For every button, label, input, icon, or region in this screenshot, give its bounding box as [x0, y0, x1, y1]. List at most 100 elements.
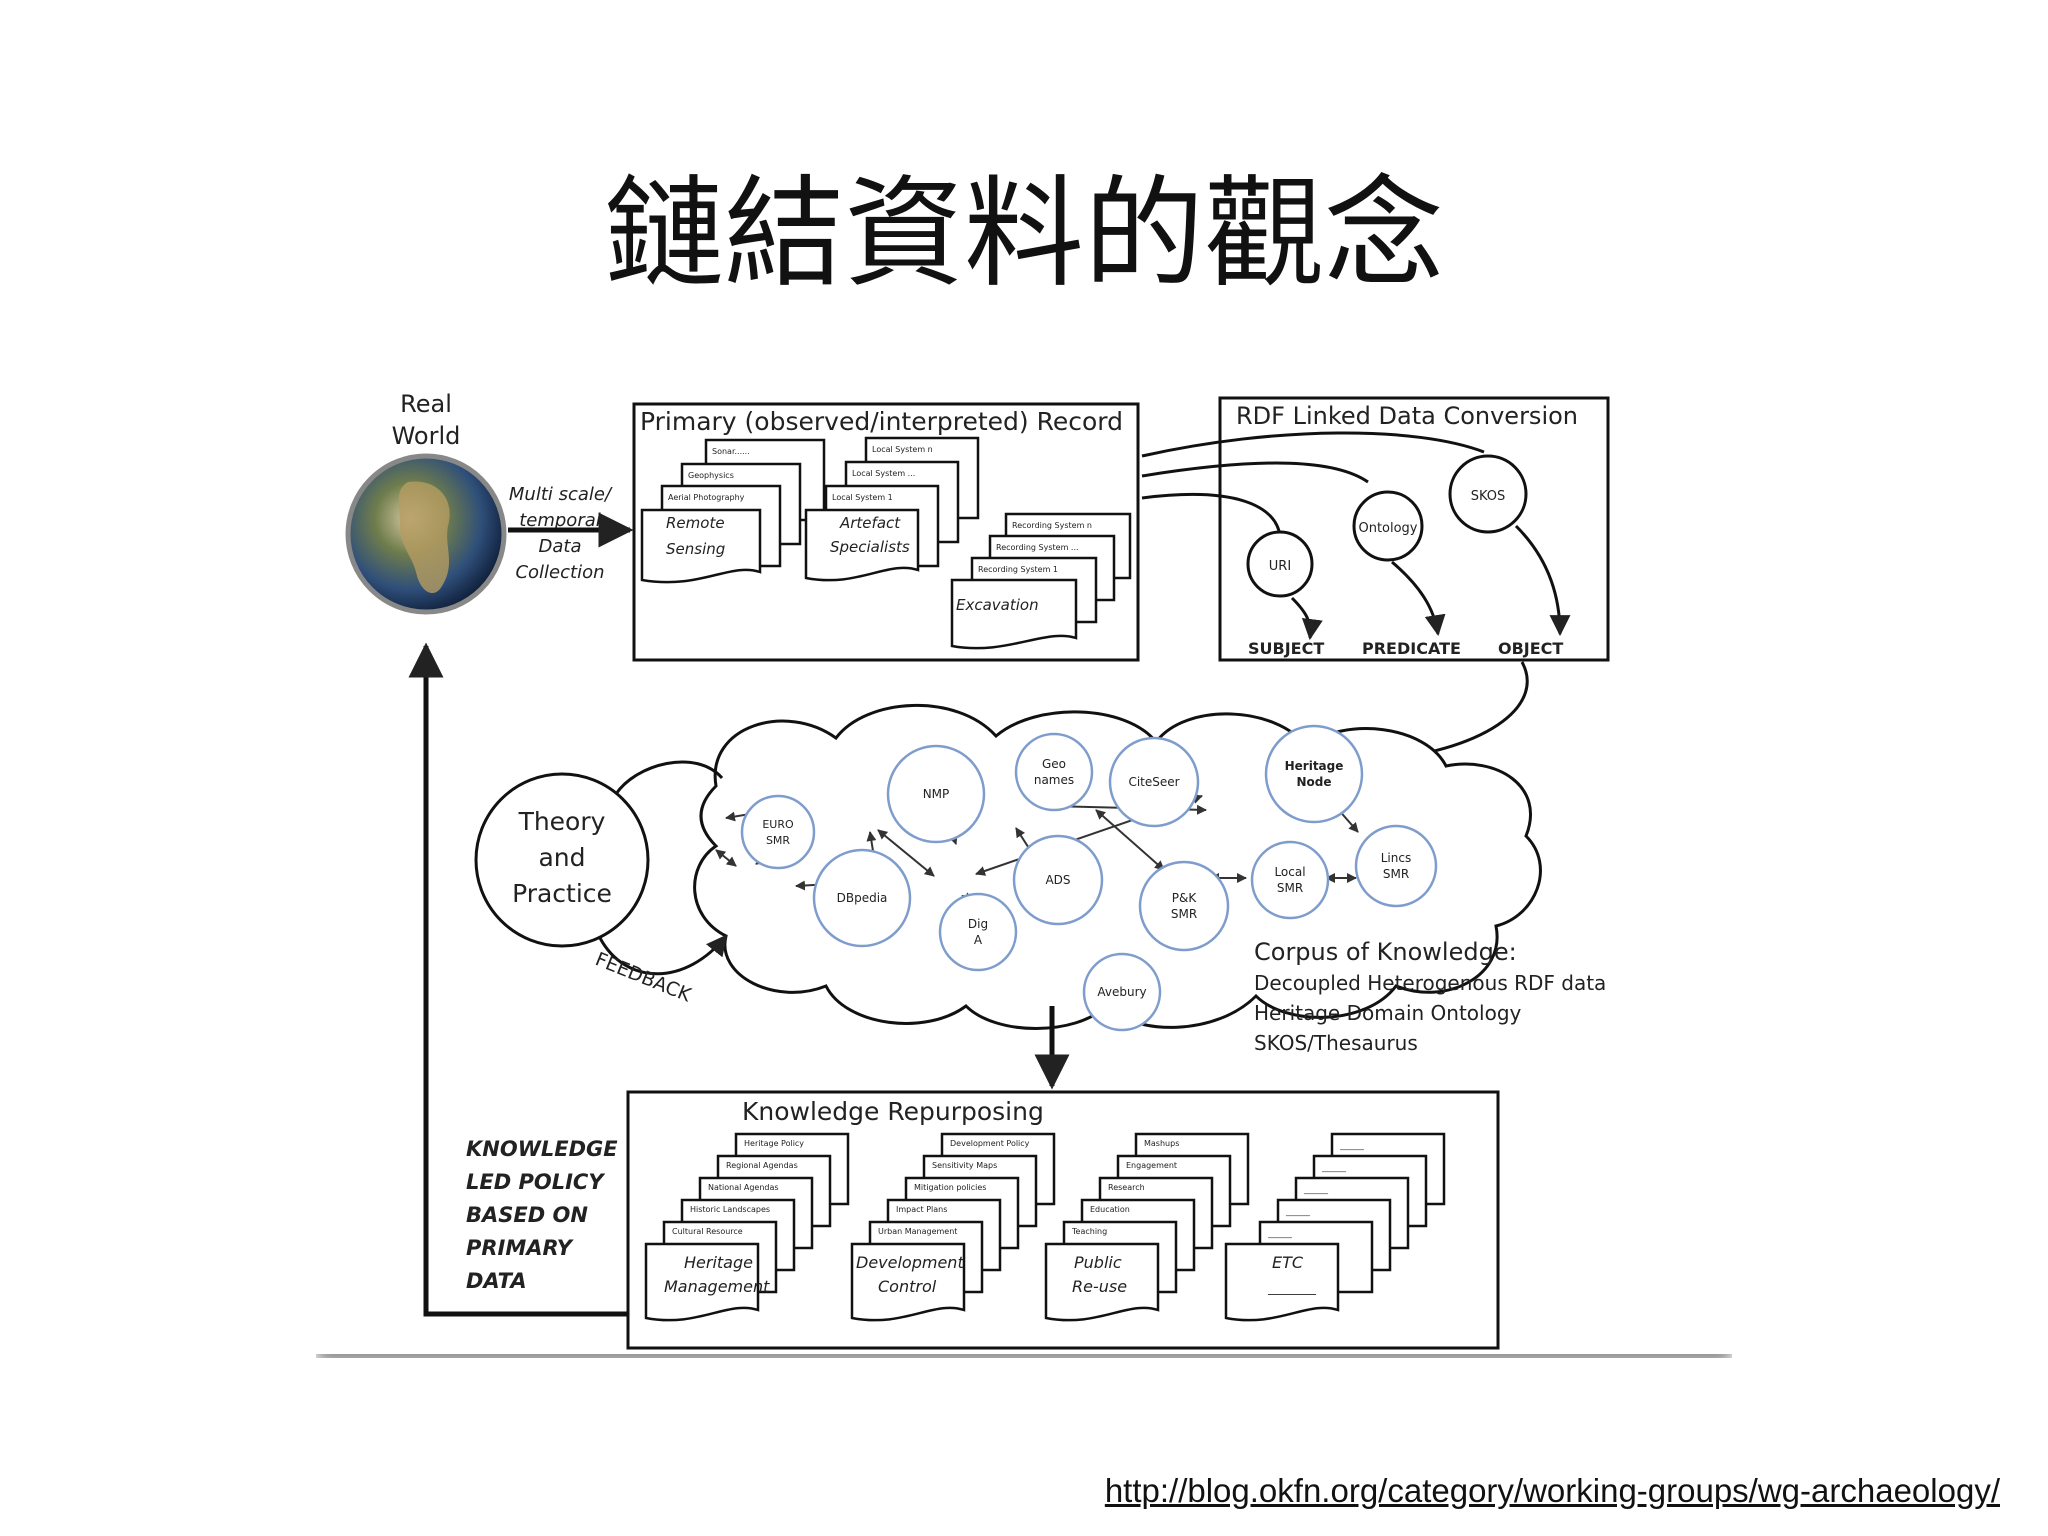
svg-text:Historic Landscapes: Historic Landscapes	[690, 1205, 770, 1214]
rdf-conversion-box: RDF Linked Data Conversion URI Ontology …	[1218, 396, 1610, 662]
knowledge-repurposing-box: Knowledge Repurposing Heritage Policy Re…	[626, 1090, 1500, 1350]
svg-text:Management: Management	[664, 1277, 770, 1296]
svg-text:Artefact: Artefact	[839, 514, 901, 532]
public-reuse-stack: Mashups Engagement Research Education Te…	[1044, 1132, 1250, 1322]
citeseer-node: CiteSeer	[1108, 736, 1200, 828]
svg-text:Recording System n: Recording System n	[1012, 521, 1092, 530]
svg-text:P&K: P&K	[1172, 891, 1198, 905]
svg-text:Heritage Domain Ontology: Heritage Domain Ontology	[1254, 1001, 1522, 1025]
svg-text:Development Policy: Development Policy	[950, 1139, 1030, 1148]
svg-text:Collection: Collection	[515, 562, 604, 583]
geonames-node: Geo names	[1014, 732, 1094, 812]
svg-text:Ontology: Ontology	[1358, 521, 1417, 536]
predicate-label: PREDICATE	[1362, 639, 1461, 658]
svg-text:Decoupled Heterogenous RDF dat: Decoupled Heterogenous RDF data	[1254, 971, 1606, 995]
data-collection-label: Multi scale/ temporal Data Collection	[509, 484, 613, 583]
svg-text:ETC: ETC	[1272, 1253, 1304, 1272]
svg-text:SKOS: SKOS	[1471, 489, 1506, 504]
svg-text:Teaching: Teaching	[1071, 1227, 1107, 1236]
artefact-specialists-stack: Local System n Local System ... Local Sy…	[804, 436, 980, 582]
remote-sensing-stack: Sonar...... Geophysics Aerial Photograph…	[640, 438, 826, 584]
svg-text:Local System ...: Local System ...	[852, 469, 915, 478]
svg-text:EURO: EURO	[762, 818, 794, 831]
real-world-label-2: World	[392, 422, 461, 450]
svg-text:Regional Agendas: Regional Agendas	[726, 1161, 798, 1170]
euro-smr-node: EURO SMR	[740, 794, 816, 870]
linked-data-diagram: Real World Multi scale/ temporal Data Co…	[316, 386, 1732, 1354]
svg-text:Re-use: Re-use	[1072, 1277, 1127, 1296]
dig-a-node: Dig A	[938, 892, 1018, 972]
svg-text:A: A	[974, 933, 983, 947]
svg-text:Recording System ...: Recording System ...	[996, 543, 1079, 552]
svg-text:Lincs: Lincs	[1381, 851, 1411, 865]
svg-text:Sensitivity Maps: Sensitivity Maps	[932, 1161, 997, 1170]
svg-text:Theory: Theory	[518, 807, 606, 836]
svg-text:SMR: SMR	[766, 834, 790, 847]
svg-text:Impact Plans: Impact Plans	[896, 1205, 947, 1214]
svg-text:Engagement: Engagement	[1126, 1161, 1177, 1170]
svg-text:URI: URI	[1269, 559, 1291, 574]
pk-smr-node: P&K SMR	[1138, 860, 1230, 952]
lincs-smr-node: Lincs SMR	[1354, 824, 1438, 908]
avebury-node: Avebury	[1082, 952, 1162, 1032]
svg-text:SMR: SMR	[1383, 867, 1409, 881]
svg-text:SMR: SMR	[1277, 881, 1303, 895]
svg-text:Sensing: Sensing	[666, 540, 725, 558]
svg-text:Public: Public	[1074, 1253, 1122, 1272]
svg-text:Data: Data	[539, 536, 582, 557]
repurposing-title: Knowledge Repurposing	[742, 1097, 1044, 1126]
svg-text:______: ______	[1303, 1185, 1329, 1194]
slide-title: 鏈結資料的觀念	[604, 165, 1444, 304]
nmp-node: NMP	[886, 744, 986, 844]
svg-text:Remote: Remote	[666, 514, 725, 532]
dbpedia-node: DBpedia	[812, 848, 912, 948]
svg-text:Local: Local	[1274, 865, 1305, 879]
svg-text:Excavation: Excavation	[956, 596, 1039, 614]
ontology-node	[1352, 490, 1424, 562]
svg-text:______: ______	[1267, 1229, 1293, 1238]
heritage-management-stack: Heritage Policy Regional Agendas Nationa…	[644, 1132, 850, 1322]
svg-text:Heritage: Heritage	[684, 1253, 753, 1272]
svg-text:DBpedia: DBpedia	[837, 891, 888, 905]
object-label: OBJECT	[1498, 639, 1563, 658]
svg-text:SMR: SMR	[1171, 907, 1197, 921]
svg-text:______: ______	[1339, 1141, 1365, 1150]
svg-text:______: ______	[1321, 1163, 1347, 1172]
svg-text:CiteSeer: CiteSeer	[1128, 775, 1179, 789]
svg-text:Research: Research	[1108, 1183, 1145, 1192]
source-link[interactable]: http://blog.okfn.org/category/working-gr…	[1104, 1472, 2000, 1509]
svg-text:BASED ON: BASED ON	[466, 1203, 588, 1227]
rdf-box-title: RDF Linked Data Conversion	[1236, 402, 1578, 430]
svg-text:Local System n: Local System n	[872, 445, 933, 454]
excavation-stack: Recording System n Recording System ... …	[950, 512, 1132, 650]
subject-label: SUBJECT	[1248, 639, 1324, 658]
svg-text:Recording System 1: Recording System 1	[978, 565, 1058, 574]
svg-text:PRIMARY: PRIMARY	[466, 1236, 574, 1260]
knowledge-led-policy-text: KNOWLEDGE LED POLICY BASED ON PRIMARY DA…	[466, 1137, 618, 1293]
etc-stack: ______ ______ ______ ______ ______ ETC _…	[1224, 1132, 1446, 1322]
svg-text:Heritage: Heritage	[1285, 759, 1344, 773]
skos-node	[1448, 454, 1528, 534]
svg-text:DATA: DATA	[466, 1269, 527, 1293]
svg-text:Dig: Dig	[968, 917, 988, 931]
svg-text:Multi scale/: Multi scale/	[509, 484, 613, 505]
svg-text:ADS: ADS	[1045, 873, 1070, 887]
svg-text:Practice: Practice	[512, 879, 612, 908]
svg-text:Education: Education	[1090, 1205, 1130, 1214]
local-smr-node: Local SMR	[1250, 840, 1330, 920]
svg-text:Geophysics: Geophysics	[688, 471, 734, 480]
svg-text:SKOS/Thesaurus: SKOS/Thesaurus	[1254, 1031, 1418, 1055]
svg-text:Specialists: Specialists	[830, 538, 910, 556]
record-to-skos-link	[1141, 431, 1485, 458]
svg-text:Aerial Photography: Aerial Photography	[668, 493, 745, 502]
svg-text:LED POLICY: LED POLICY	[466, 1170, 605, 1194]
heritage-node: Heritage Node	[1264, 724, 1364, 824]
real-world-group: Real World	[345, 390, 507, 615]
record-to-ontology-link	[1141, 461, 1369, 484]
corpus-of-knowledge-text: Corpus of Knowledge: Decoupled Heterogen…	[1254, 938, 1606, 1055]
theory-practice-node: Theory and Practice	[474, 772, 650, 948]
svg-text:Cultural Resource: Cultural Resource	[672, 1227, 743, 1236]
record-to-uri-link	[1141, 492, 1282, 537]
svg-text:and: and	[538, 843, 585, 872]
svg-text:National Agendas: National Agendas	[708, 1183, 779, 1192]
